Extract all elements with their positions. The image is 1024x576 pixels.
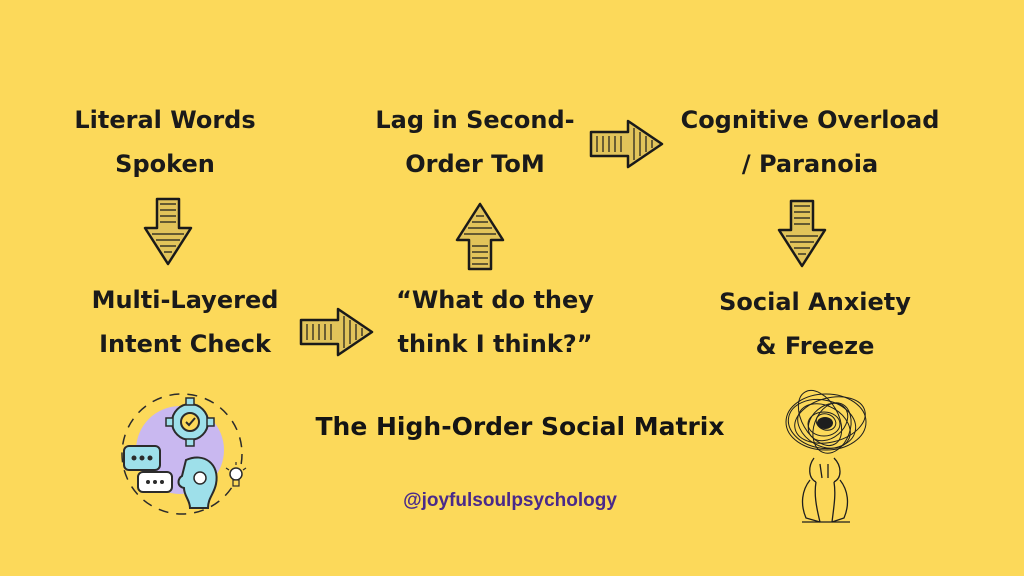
- node-line: Social Anxiety: [719, 288, 911, 316]
- node-line: Multi-Layered: [91, 286, 279, 314]
- node-line: Intent Check: [99, 330, 271, 358]
- node-line: / Paranoia: [741, 150, 879, 178]
- node-literal-words: Literal Words Spoken: [50, 98, 280, 186]
- diagram-title: The High-Order Social Matrix: [315, 412, 725, 441]
- node-social-anxiety-freeze: Social Anxiety & Freeze: [690, 280, 940, 368]
- node-line: Order ToM: [405, 150, 545, 178]
- arrow-down-icon: [777, 199, 827, 268]
- node-what-do-they-think: “What do they think I think?”: [370, 278, 620, 366]
- node-lag-second-order-tom: Lag in Second- Order ToM: [355, 98, 595, 186]
- node-line: Cognitive Overload: [680, 106, 940, 134]
- node-line: Lag in Second-: [375, 106, 575, 134]
- arrow-right-icon: [299, 307, 374, 357]
- social-handle: @joyfulsoulpsychology: [403, 490, 617, 511]
- node-line: Spoken: [115, 150, 215, 178]
- node-multi-layered-intent-check: Multi-Layered Intent Check: [60, 278, 310, 366]
- arrow-down-icon: [143, 197, 193, 266]
- arrow-right-icon: [589, 119, 664, 169]
- anxious-person-scribble-icon: [785, 390, 867, 523]
- node-line: & Freeze: [755, 332, 875, 360]
- node-cognitive-overload-paranoia: Cognitive Overload / Paranoia: [660, 98, 960, 186]
- node-line: Literal Words: [74, 106, 256, 134]
- social-thinking-icon: [121, 393, 247, 515]
- node-line: “What do they: [396, 286, 594, 314]
- node-line: think I think?”: [397, 330, 593, 358]
- arrow-up-icon: [455, 202, 505, 271]
